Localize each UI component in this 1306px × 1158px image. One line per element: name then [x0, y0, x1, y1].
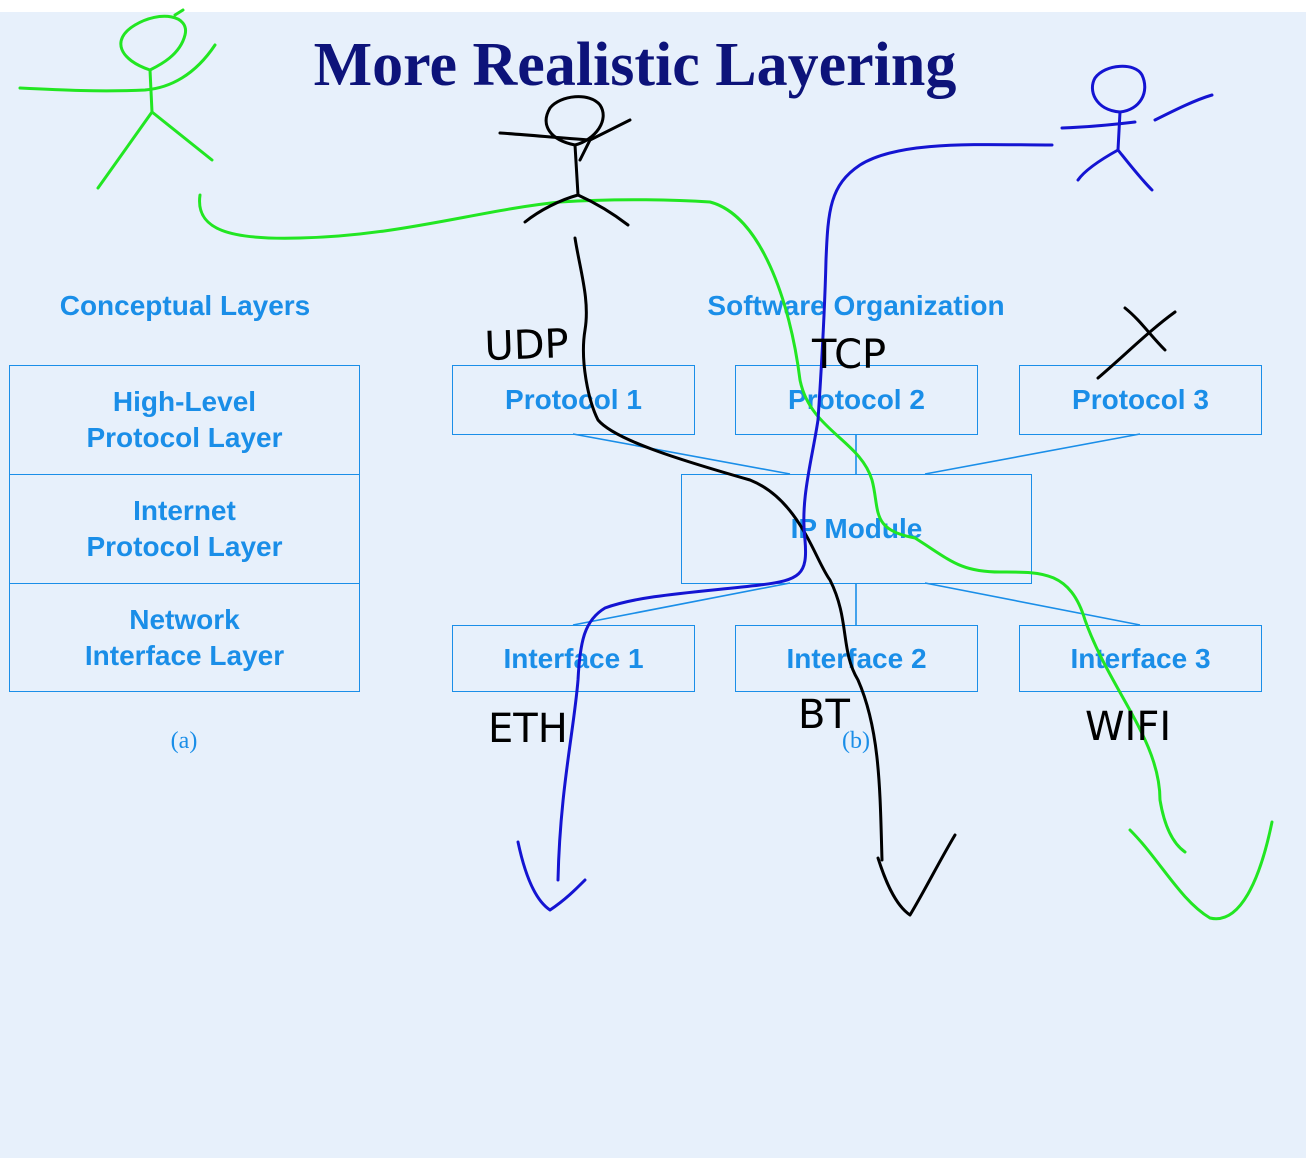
handwritten-bt: BT [798, 692, 850, 738]
layer-high-level: High-Level Protocol Layer [9, 365, 360, 475]
interface-3-box: Interface 3 [1019, 625, 1262, 692]
connector-ip-i1 [572, 582, 791, 626]
protocol-2-box: Protocol 2 [735, 365, 978, 435]
green-route [198, 193, 1187, 854]
layer-line: High-Level [112, 386, 257, 417]
connector-p3-ip [924, 433, 1141, 475]
black-route [573, 236, 884, 862]
caption-a: (a) [170, 728, 198, 754]
handwritten-tcp: TCP [811, 332, 886, 378]
blue-route [556, 143, 1054, 882]
handwritten-wifi: WIFI [1085, 704, 1171, 750]
layer-line: Interface Layer [84, 639, 285, 671]
slide [0, 12, 1306, 1158]
layer-line: Network [129, 603, 240, 635]
ip-module-box: IP Module [681, 474, 1032, 584]
software-organization-heading: Software Organization [707, 290, 1005, 321]
layer-internet: Internet Protocol Layer [9, 474, 360, 584]
slide-title: More Realistic Layering [313, 31, 957, 99]
blue-arrow-head [516, 840, 587, 912]
caption-b: (b) [842, 728, 870, 754]
interface-1-box: Interface 1 [452, 625, 695, 692]
black-stick-figure [498, 95, 632, 227]
handwritten-eth: ETH [488, 706, 568, 752]
layer-line: Protocol Layer [86, 531, 283, 562]
cross-mark [1096, 306, 1177, 380]
layer-line: Internet [133, 495, 236, 526]
connector-p1-ip [572, 433, 791, 475]
handwritten-udp: UDP [484, 321, 570, 370]
green-arrow-head [1128, 820, 1274, 921]
black-arrow-head [876, 833, 957, 917]
green-stick-figure [18, 8, 217, 190]
blue-stick-figure [1060, 64, 1214, 192]
interface-2-box: Interface 2 [735, 625, 978, 692]
conceptual-layers-heading: Conceptual Layers [59, 290, 311, 321]
protocol-1-box: Protocol 1 [452, 365, 695, 435]
layer-line: Protocol Layer [86, 422, 283, 453]
protocol-3-box: Protocol 3 [1019, 365, 1262, 435]
layer-network-interface: Network Interface Layer [9, 583, 360, 692]
connector-ip-i3 [924, 582, 1141, 626]
